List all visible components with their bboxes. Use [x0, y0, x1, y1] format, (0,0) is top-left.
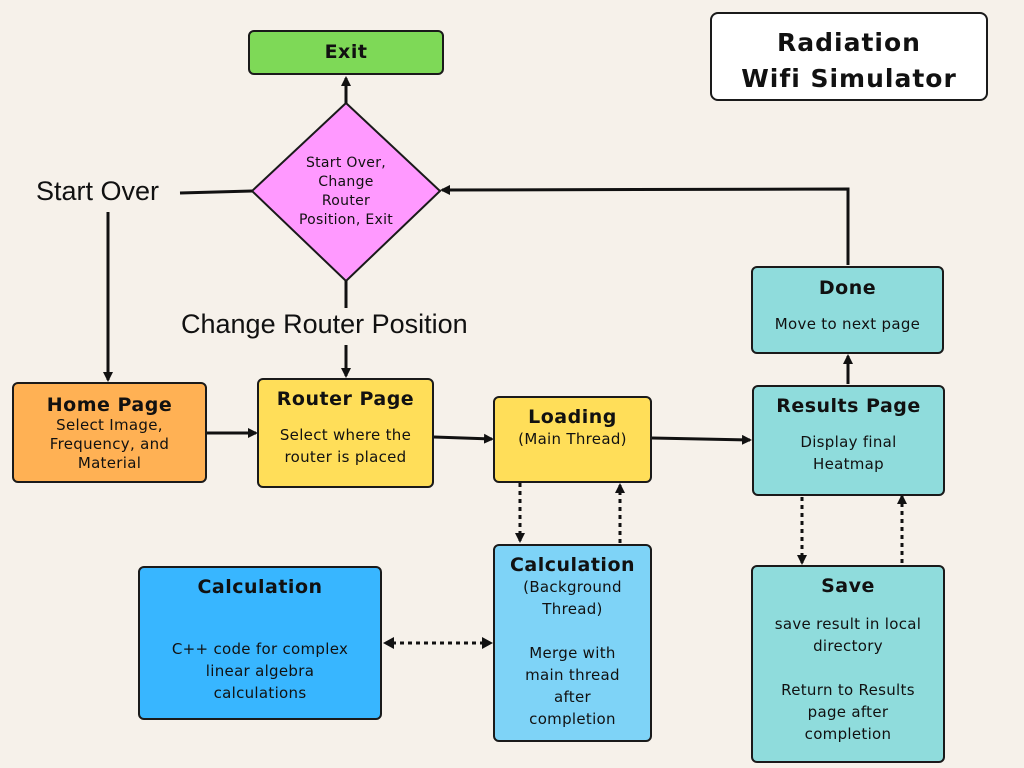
router-title: Router Page [276, 388, 415, 410]
router-page-node: Router Page Select where the router is p… [257, 378, 434, 488]
done-node: Done Move to next page [751, 266, 944, 354]
bg-calc-title: Calculation [509, 554, 636, 576]
loading-desc: (Main Thread) [518, 430, 627, 448]
arrow-loading-to-results [651, 434, 752, 445]
done-desc: Move to next page [774, 315, 921, 333]
results-title: Results Page [776, 395, 921, 417]
start-over-label: Start Over [36, 176, 160, 206]
home-title: Home Page [46, 394, 173, 416]
router-desc: Select where the router is placed [279, 426, 412, 466]
bg-calc-desc: (Background Thread) Merge with main thre… [523, 578, 622, 728]
bg-calculation-node: Calculation (Background Thread) Merge wi… [493, 544, 652, 742]
home-desc: Select Image, Frequency, and Material [49, 416, 170, 472]
title-text: Radiation Wifi Simulator [741, 28, 957, 93]
loading-node: Loading (Main Thread) [493, 396, 652, 483]
loading-title: Loading [528, 406, 617, 428]
cpp-calc-title: Calculation [197, 576, 323, 598]
cpp-calculation-node: Calculation C++ code for complex linear … [138, 566, 382, 720]
arrow-start-over [179, 189, 253, 195]
decision-text: Start Over, Change Router Position, Exit [298, 155, 394, 228]
home-page-node: Home Page Select Image, Frequency, and M… [12, 382, 207, 483]
save-node: Save save result in local directory Retu… [751, 565, 945, 763]
results-desc: Display final Heatmap [800, 433, 897, 473]
results-page-node: Results Page Display final Heatmap [752, 385, 945, 496]
exit-node: Exit [248, 30, 444, 75]
save-title: Save [821, 575, 875, 597]
arrow-done-to-decision [440, 184, 850, 265]
done-title: Done [818, 277, 877, 299]
diagram-title: Radiation Wifi Simulator [710, 12, 988, 101]
save-desc: save result in local directory Return to… [774, 615, 922, 743]
arrow-router-to-loading [433, 433, 494, 444]
cpp-calc-desc: C++ code for complex linear algebra calc… [171, 640, 349, 702]
change-router-label: Change Router Position [181, 309, 468, 339]
exit-label: Exit [324, 41, 368, 63]
